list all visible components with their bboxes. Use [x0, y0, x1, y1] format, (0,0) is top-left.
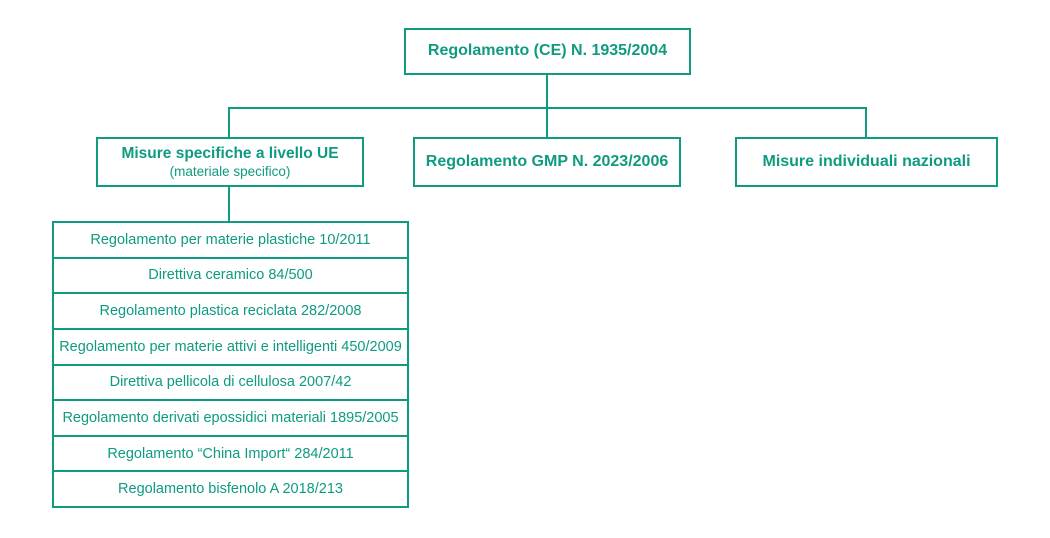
- branch-eu-subtitle: (materiale specifico): [169, 163, 291, 179]
- root-node-label: Regolamento (CE) N. 1935/2004: [427, 42, 668, 60]
- connector-drop-right: [865, 107, 867, 137]
- measure-row-reciclata: Regolamento plastica reciclata 282/2008: [54, 294, 407, 330]
- measure-row-china-import: Regolamento “China Import“ 284/2011: [54, 437, 407, 473]
- branch-national-title: Misure individuali nazionali: [762, 152, 971, 170]
- connector-drop-left: [228, 107, 230, 137]
- root-node-regolamento-1935-2004: Regolamento (CE) N. 1935/2004: [404, 28, 691, 75]
- branch-node-regolamento-gmp: Regolamento GMP N. 2023/2006: [413, 137, 681, 187]
- measure-row-bisfenolo: Regolamento bisfenolo A 2018/213: [118, 481, 343, 498]
- measure-row-plastiche: Regolamento per materie plastiche 10/201…: [54, 223, 407, 259]
- connector-drop-middle: [546, 107, 548, 137]
- branch-node-misure-nazionali: Misure individuali nazionali: [735, 137, 998, 187]
- connector-root-drop: [546, 75, 548, 108]
- branch-eu-title: Misure specifiche a livello UE: [121, 144, 339, 162]
- branch-gmp-title: Regolamento GMP N. 2023/2006: [425, 152, 669, 170]
- connector-eu-to-stack: [228, 187, 230, 221]
- measure-row-ceramico: Direttiva ceramico 84/500: [54, 259, 407, 295]
- measure-row-attivi: Regolamento per materie attivi e intelli…: [54, 330, 407, 366]
- measure-row-cellulosa: Direttiva pellicola di cellulosa 2007/42: [54, 366, 407, 402]
- branch-node-misure-specifiche-ue: Misure specifiche a livello UE (material…: [96, 137, 364, 187]
- specific-measures-stack: Regolamento per materie plastiche 10/201…: [52, 221, 409, 508]
- measure-row-epossidici: Regolamento derivati epossidici material…: [54, 401, 407, 437]
